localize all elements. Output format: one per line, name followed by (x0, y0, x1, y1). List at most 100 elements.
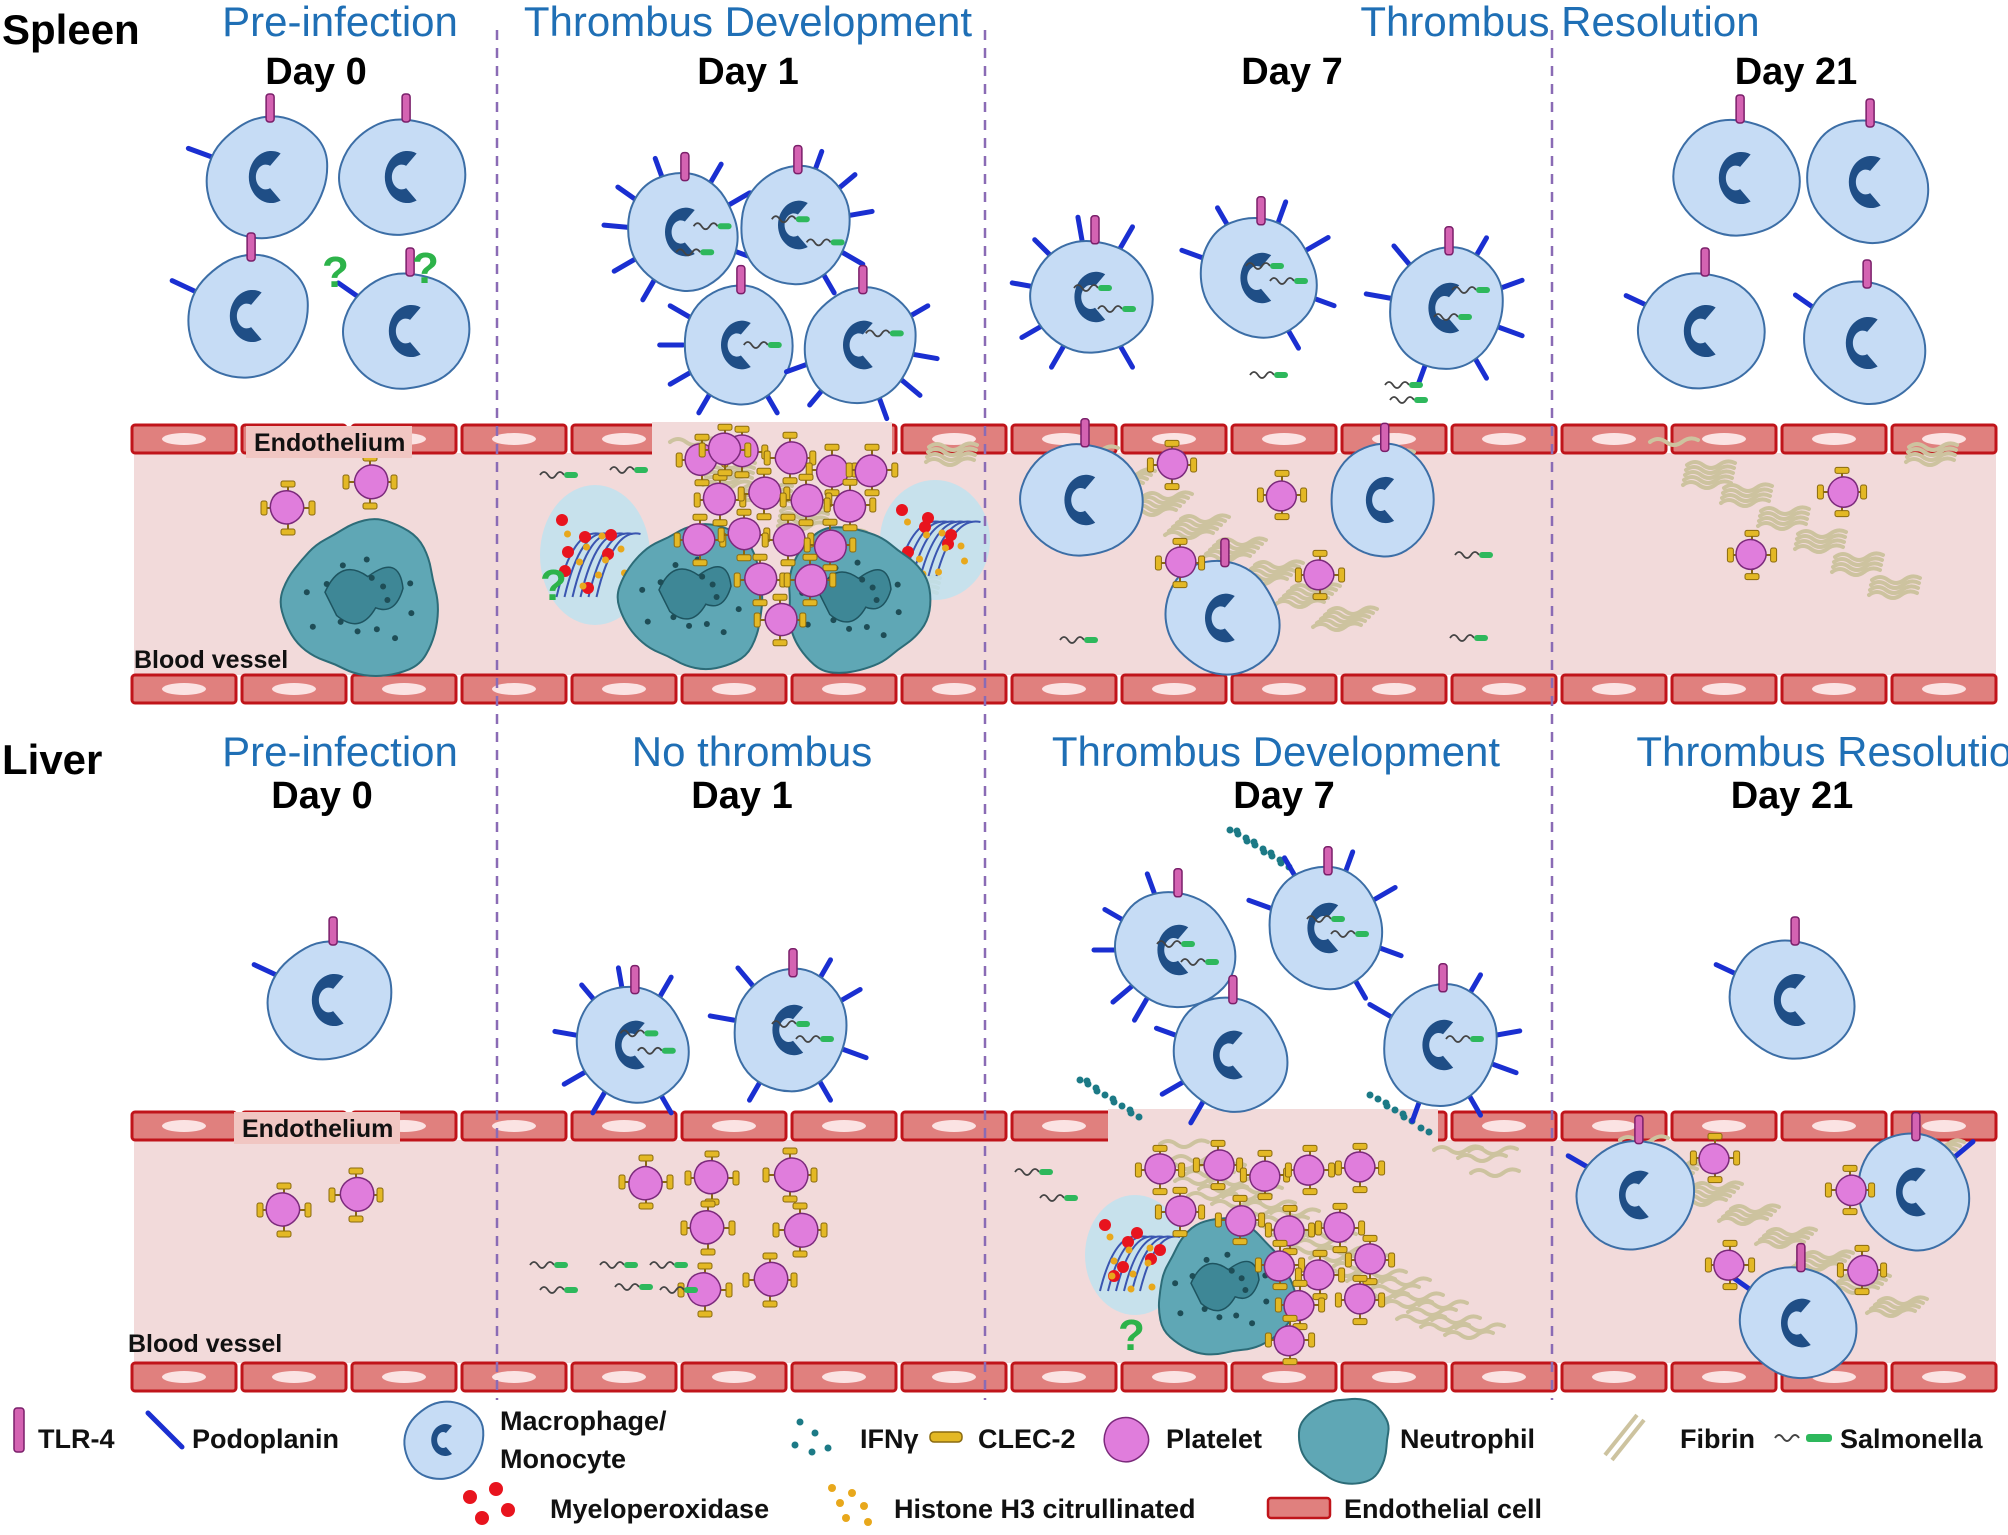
clec2-icon (1744, 529, 1760, 537)
podoplanin-icon (1032, 237, 1055, 260)
clec2-icon (276, 1230, 292, 1238)
endothelial-nucleus (1042, 433, 1086, 445)
macrophage-nucleus (772, 1004, 804, 1056)
podoplanin-icon (640, 277, 657, 303)
podoplanin-icon (335, 280, 362, 300)
fibrin-strand (1833, 551, 1885, 562)
macrophage-nucleus (384, 150, 417, 204)
clec2-icon (717, 469, 733, 477)
histone-icon (1144, 1259, 1152, 1267)
fibrin-strand (1877, 1295, 1929, 1306)
endothelial-nucleus (1702, 683, 1746, 695)
endothelial-nucleus (162, 1371, 206, 1383)
podoplanin-icon (1493, 1028, 1523, 1038)
podoplanin-icon (169, 278, 198, 294)
endothelial-nucleus (602, 1120, 646, 1132)
phase-label-liver-day0: Pre-infection (222, 728, 458, 775)
clec2-icon (1378, 1160, 1386, 1176)
neutrophil-granule (309, 623, 316, 630)
ifng-dot (1425, 1128, 1433, 1136)
clec2-icon (803, 537, 811, 553)
macrophage-body (266, 940, 393, 1061)
fibrin-strand (1758, 510, 1810, 521)
endothelium-label-spleen: Endothelium (254, 429, 405, 457)
neutrophil-granule (670, 614, 677, 621)
endothelial-nucleus (1152, 683, 1196, 695)
macrophage-body (1672, 118, 1801, 237)
platelet-body (1713, 1249, 1745, 1281)
histone-icon (1106, 1233, 1114, 1241)
macrophage-nucleus (842, 320, 873, 370)
endothelial-nucleus (602, 433, 646, 445)
neutrophil-granule (639, 586, 646, 593)
platelet-body (1303, 559, 1335, 591)
endothelial-nucleus (1152, 433, 1196, 445)
ifng-dot (1259, 845, 1267, 853)
salmonella-flagella (1330, 930, 1356, 938)
myeloperoxidase-icon (562, 546, 574, 558)
platelet-icon (698, 423, 752, 477)
phase-label-spleen-day21: Thrombus Resolution (1360, 0, 1759, 45)
salmonella-icon (1205, 959, 1219, 965)
clec2-icon (1344, 1252, 1352, 1268)
platelet-body (1354, 1243, 1387, 1275)
platelet-icon (783, 553, 837, 607)
platelet-body (1827, 476, 1859, 508)
clec2-icon (1190, 457, 1198, 473)
clec2-icon (802, 599, 818, 607)
fibrin-strand (1648, 436, 1700, 447)
fibrin-strand (927, 441, 979, 452)
tlr4-icon (1444, 226, 1454, 256)
clec2-icon (1146, 457, 1154, 473)
histone-icon (1129, 1270, 1137, 1278)
question-mark: ? (540, 561, 567, 610)
clec2-icon (1294, 567, 1302, 583)
macrophage-body (205, 115, 329, 240)
endothelial-nucleus (602, 683, 646, 695)
podoplanin-icon (1491, 1061, 1519, 1076)
legend-ifng-icon (808, 1448, 816, 1456)
salmonella-flagella (529, 1261, 555, 1269)
platelet-body (339, 1176, 375, 1212)
neutrophil-granule (720, 629, 727, 636)
platelet-body (1265, 480, 1298, 512)
salmonella-flagella (637, 1046, 663, 1055)
tlr4-icon (1220, 537, 1230, 568)
endothelial-nucleus (1482, 683, 1526, 695)
fibrin-strand (1725, 1207, 1777, 1218)
neutrophil-icon (279, 518, 439, 677)
podoplanin-icon (601, 222, 630, 230)
macrophage-body (740, 164, 851, 286)
podoplanin-icon (876, 394, 890, 422)
clec2-icon (1312, 593, 1328, 601)
myeloperoxidase-icon (896, 504, 908, 516)
clec2-icon (1198, 555, 1206, 571)
clec2-icon (779, 492, 787, 508)
fibrin-strand (1469, 1167, 1521, 1178)
platelet-icon (753, 593, 807, 647)
podoplanin-icon (615, 184, 640, 203)
neutrophil-nucleus (324, 566, 404, 625)
salmonella-icon (1098, 285, 1112, 291)
fibrin-strand (1284, 1244, 1336, 1255)
macrophage-icon (740, 144, 875, 296)
fibrin-strand (1721, 1211, 1773, 1222)
endothelial-nucleus (1482, 1371, 1526, 1383)
platelet-body (1735, 538, 1767, 571)
fibrin-strand (1865, 1307, 1917, 1318)
histone-icon (957, 542, 965, 550)
fibrin-strand (1323, 609, 1375, 620)
salmonella-icon (1064, 1195, 1078, 1201)
clec2-icon (1842, 1164, 1858, 1172)
fibrin-strand (1692, 1180, 1744, 1191)
podoplanin-icon (1376, 944, 1404, 959)
ifng-dot (1135, 1113, 1143, 1121)
endothelial-nucleus (822, 1120, 866, 1132)
clec2-icon (1834, 466, 1850, 474)
clec2-icon (782, 1147, 798, 1155)
legend-myeloperoxidase-icon (489, 1482, 503, 1496)
endothelial-nucleus (382, 1371, 426, 1383)
platelet-body (1263, 1250, 1296, 1282)
salmonella-flagella (1039, 1194, 1065, 1202)
clec2-icon (1352, 1318, 1368, 1326)
